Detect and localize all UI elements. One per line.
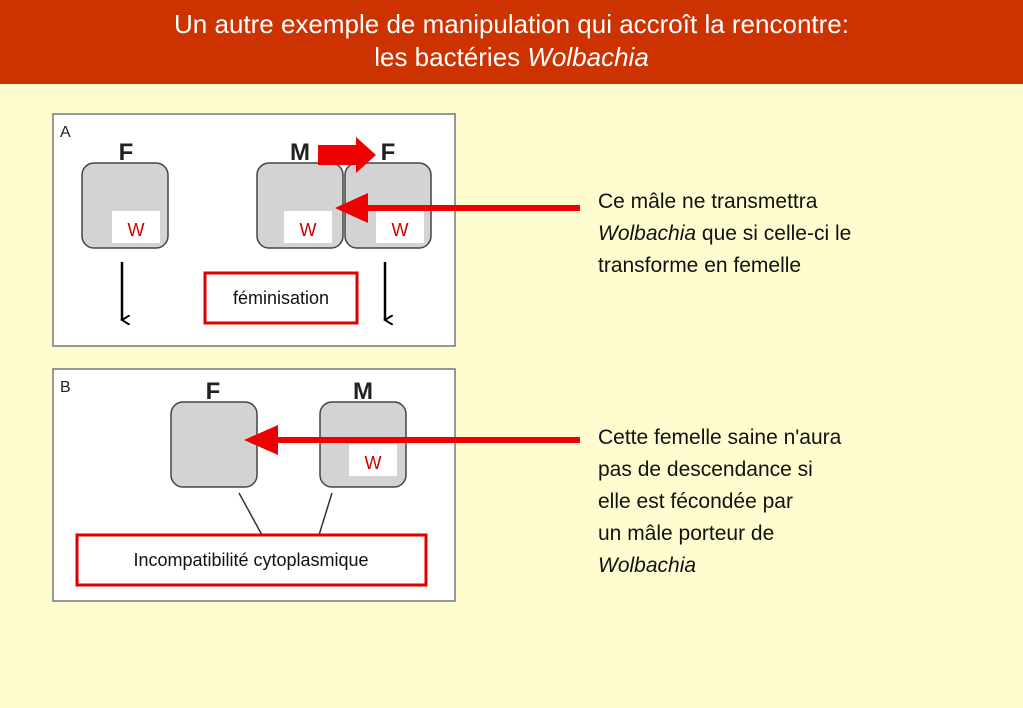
panel-b-left-link — [238, 492, 263, 536]
pointer-arrow-a — [335, 193, 580, 223]
panel-a: A F W M W F W féminisation — [52, 113, 456, 347]
note-a-line-2-italic: Wolbachia — [598, 222, 697, 245]
incompatibility-box — [75, 533, 428, 587]
panel-a-male-w-box — [284, 211, 332, 243]
panel-b-male-label: M — [353, 378, 373, 405]
pointer-arrow-a-head — [335, 193, 368, 223]
note-a-line-3: transforme en femelle — [598, 254, 802, 277]
feminisation-box — [203, 271, 359, 325]
transformation-arrow — [318, 137, 376, 173]
panel-b-male-w: W — [365, 453, 382, 473]
note-a: Ce mâle ne transmettra Wolbachia que si … — [598, 186, 851, 282]
panel-b: B F M W Incompatibilité cytoplasmique — [52, 368, 456, 602]
note-a-line-2-rest: que si celle-ci le — [696, 222, 852, 245]
panel-a-male-label: M — [290, 139, 310, 166]
title-line-2-prefix: les bactéries — [374, 42, 528, 72]
incompatibility-label: Incompatibilité cytoplasmique — [133, 550, 368, 570]
title-line-2-italic: Wolbachia — [527, 42, 649, 72]
note-b-line-4: un mâle porteur de — [598, 522, 775, 545]
note-b-line-2: pas de descendance si — [598, 458, 813, 481]
feminisation-label: féminisation — [233, 288, 329, 308]
panel-b-female-label: F — [206, 378, 221, 405]
panel-b-label: B — [60, 379, 71, 396]
note-a-line-1: Ce mâle ne transmettra — [598, 190, 818, 213]
note-b: Cette femelle saine n'aura pas de descen… — [598, 422, 841, 582]
panel-b-right-link — [318, 492, 333, 536]
pointer-arrow-b-head — [244, 425, 278, 455]
panel-a-male-w: W — [300, 220, 317, 240]
panel-a-female-w: W — [128, 220, 145, 240]
panel-a-label: A — [60, 124, 71, 141]
panel-a-female-right-w: W — [392, 220, 409, 240]
panel-b-female-cell — [170, 401, 258, 488]
panel-a-female-right-label: F — [381, 139, 396, 166]
pointer-arrow-b — [244, 425, 580, 455]
panel-a-female-right-w-box — [376, 211, 424, 243]
note-b-line-3: elle est fécondée par — [598, 490, 793, 513]
note-b-line-5: Wolbachia — [598, 550, 841, 582]
title-line-2: les bactéries Wolbachia — [0, 41, 1023, 74]
title-line-1: Un autre exemple de manipulation qui acc… — [174, 9, 849, 39]
slide-header: Un autre exemple de manipulation qui acc… — [0, 0, 1023, 84]
note-b-line-5-italic: Wolbachia — [598, 554, 697, 577]
panel-a-female-label: F — [119, 139, 134, 166]
panel-b-male-w-box — [349, 444, 397, 476]
panel-a-female-w-box — [112, 211, 160, 243]
note-b-line-1: Cette femelle saine n'aura — [598, 426, 842, 449]
note-a-line-2: Wolbachia que si celle-ci le — [598, 218, 851, 250]
